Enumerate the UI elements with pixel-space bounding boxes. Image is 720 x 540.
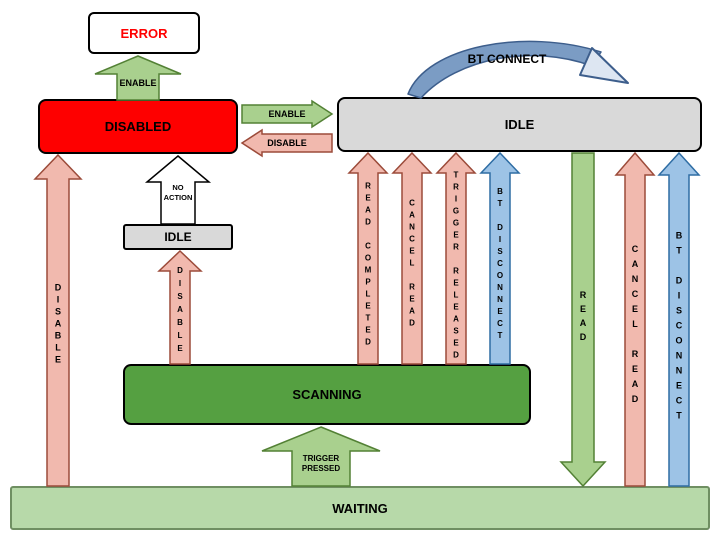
transition-enable-to-error: ENABLE <box>94 55 182 101</box>
state-idle-label: IDLE <box>504 117 535 132</box>
state-disabled-label: DISABLED <box>104 119 172 134</box>
transition-bt-disconnect-mid: BT DISCONNECT <box>479 151 521 365</box>
trigger-pressed-line1: TRIGGER <box>302 454 340 463</box>
state-idle-small-label: IDLE <box>164 230 192 244</box>
transition-enable-to-idle: ENABLE <box>241 99 334 129</box>
transition-cancel-read-right: CANCEL READ <box>614 151 656 487</box>
up-arrow-icon <box>94 55 182 101</box>
up-arrow-icon <box>347 151 389 365</box>
state-disabled: DISABLED <box>38 99 238 154</box>
transition-disable-to-disabled-label: DISABLE <box>267 138 307 148</box>
transition-read: READ <box>559 152 607 488</box>
transition-no-action-label: NO ACTION <box>147 183 209 203</box>
transition-disable-to-disabled: DISABLE <box>240 128 333 158</box>
state-scanning: SCANNING <box>123 364 531 425</box>
transition-trigger-released-label: TRIGGER RELEASED <box>451 170 461 363</box>
state-waiting: WAITING <box>10 486 710 530</box>
state-scanning-label: SCANNING <box>292 387 362 402</box>
down-arrow-icon <box>559 152 607 488</box>
transition-cancel-read-mid-label: CANCEL READ <box>407 197 417 330</box>
transition-bt-disconnect-right: BT DISCONNECT <box>657 151 701 487</box>
transition-read-completed-label: READ COMPLETED <box>363 181 373 350</box>
up-arrow-icon <box>614 151 656 487</box>
transition-enable-to-error-label: ENABLE <box>119 78 157 88</box>
state-error: ERROR <box>88 12 200 54</box>
state-idle-small: IDLE <box>123 224 233 250</box>
no-action-line1: NO <box>172 183 184 192</box>
transition-trigger-released: TRIGGER RELEASED <box>435 151 477 365</box>
transition-cancel-read-right-label: CANCEL READ <box>630 243 640 409</box>
transition-read-label: READ <box>578 289 588 346</box>
transition-trigger-pressed: TRIGGER PRESSED <box>261 426 381 487</box>
transition-disable-waiting-label: DISABLE <box>53 281 63 366</box>
state-waiting-label: WAITING <box>332 500 388 516</box>
no-action-line2: ACTION <box>163 193 193 202</box>
transition-enable-to-idle-label: ENABLE <box>268 109 306 119</box>
left-arrow-icon <box>240 128 333 158</box>
up-arrow-icon <box>479 151 521 365</box>
up-arrow-icon <box>33 153 83 487</box>
trigger-pressed-line2: PRESSED <box>301 464 341 473</box>
up-arrow-icon <box>157 249 203 365</box>
transition-bt-disconnect-mid-label: BT DISCONNECT <box>495 186 505 343</box>
transition-bt-disconnect-right-label: BT DISCONNECT <box>674 229 684 425</box>
transition-disable-scanning-to-idle: DISABLE <box>157 249 203 365</box>
transition-trigger-pressed-label: TRIGGER PRESSED <box>262 454 380 474</box>
state-error-label: ERROR <box>120 25 168 41</box>
up-arrow-icon <box>435 151 477 365</box>
transition-cancel-read-mid: CANCEL READ <box>391 151 433 365</box>
transition-bt-connect-label: BT CONNECT <box>467 52 547 66</box>
up-arrow-icon <box>657 151 701 487</box>
right-arrow-icon <box>241 99 334 129</box>
transition-bt-connect: BT CONNECT <box>395 28 640 100</box>
transition-no-action: NO ACTION <box>144 155 212 225</box>
transition-disable-waiting-to-disabled: DISABLE <box>33 153 83 487</box>
transition-disable-scanning-label: DISABLE <box>175 265 185 357</box>
up-arrow-icon <box>391 151 433 365</box>
up-arrow-icon <box>261 426 381 487</box>
state-idle: IDLE <box>337 97 702 152</box>
up-arrow-icon <box>144 155 212 225</box>
transition-read-completed: READ COMPLETED <box>347 151 389 365</box>
curved-arrow-icon <box>407 40 629 99</box>
